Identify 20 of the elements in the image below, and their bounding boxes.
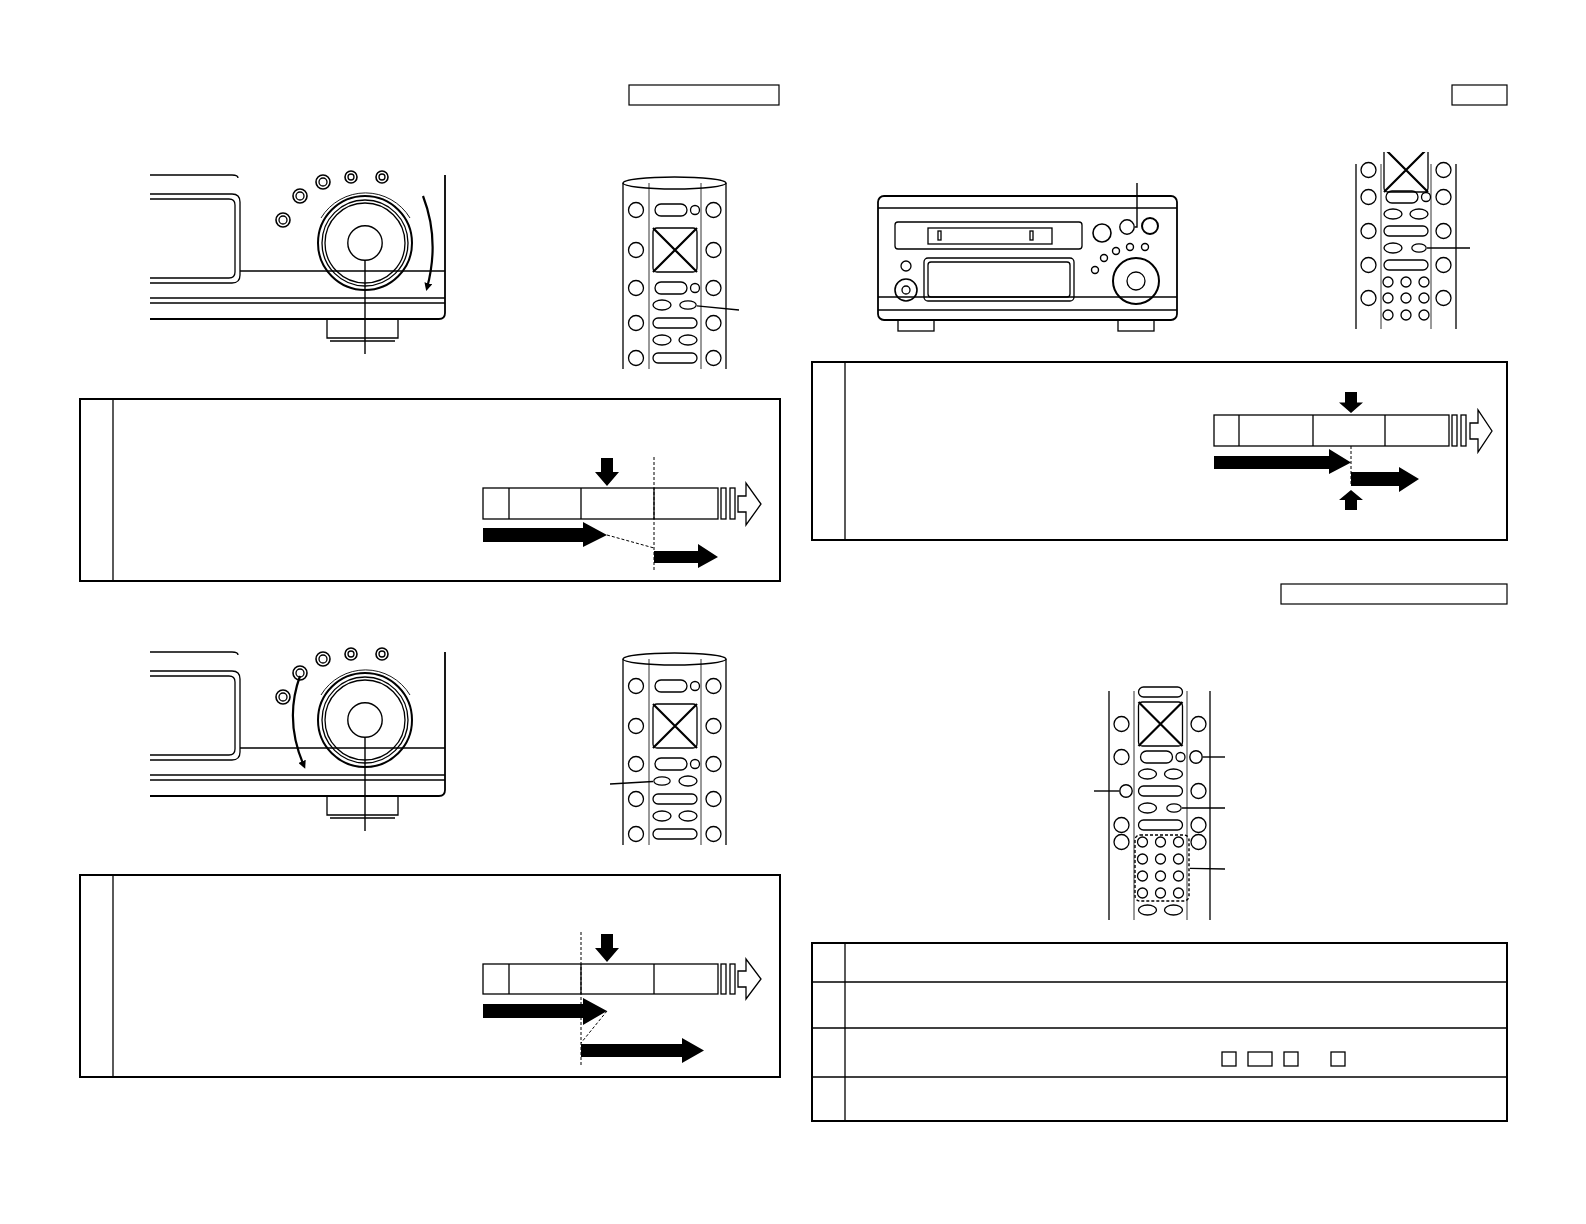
- remote-button: [1166, 803, 1182, 813]
- leader-line: [1189, 867, 1226, 870]
- remote-button: [1411, 243, 1427, 253]
- keypad-area: [1134, 834, 1190, 902]
- knob: [347, 225, 383, 261]
- remote-button: [679, 300, 697, 310]
- remote-button: [1189, 750, 1203, 764]
- remote-button: [1119, 784, 1133, 798]
- leader-line: [1093, 790, 1120, 792]
- leader-line: [696, 305, 740, 311]
- leader-line: [364, 260, 366, 355]
- leader-line: [609, 780, 654, 785]
- knob: [347, 702, 383, 738]
- leader-line: [364, 737, 366, 832]
- leader-line: [1202, 756, 1226, 758]
- deck-button: [1119, 219, 1135, 235]
- remote-button: [653, 776, 671, 786]
- leader-line: [1181, 807, 1226, 809]
- leader-line: [1134, 182, 1138, 228]
- leader-line: [1426, 247, 1471, 249]
